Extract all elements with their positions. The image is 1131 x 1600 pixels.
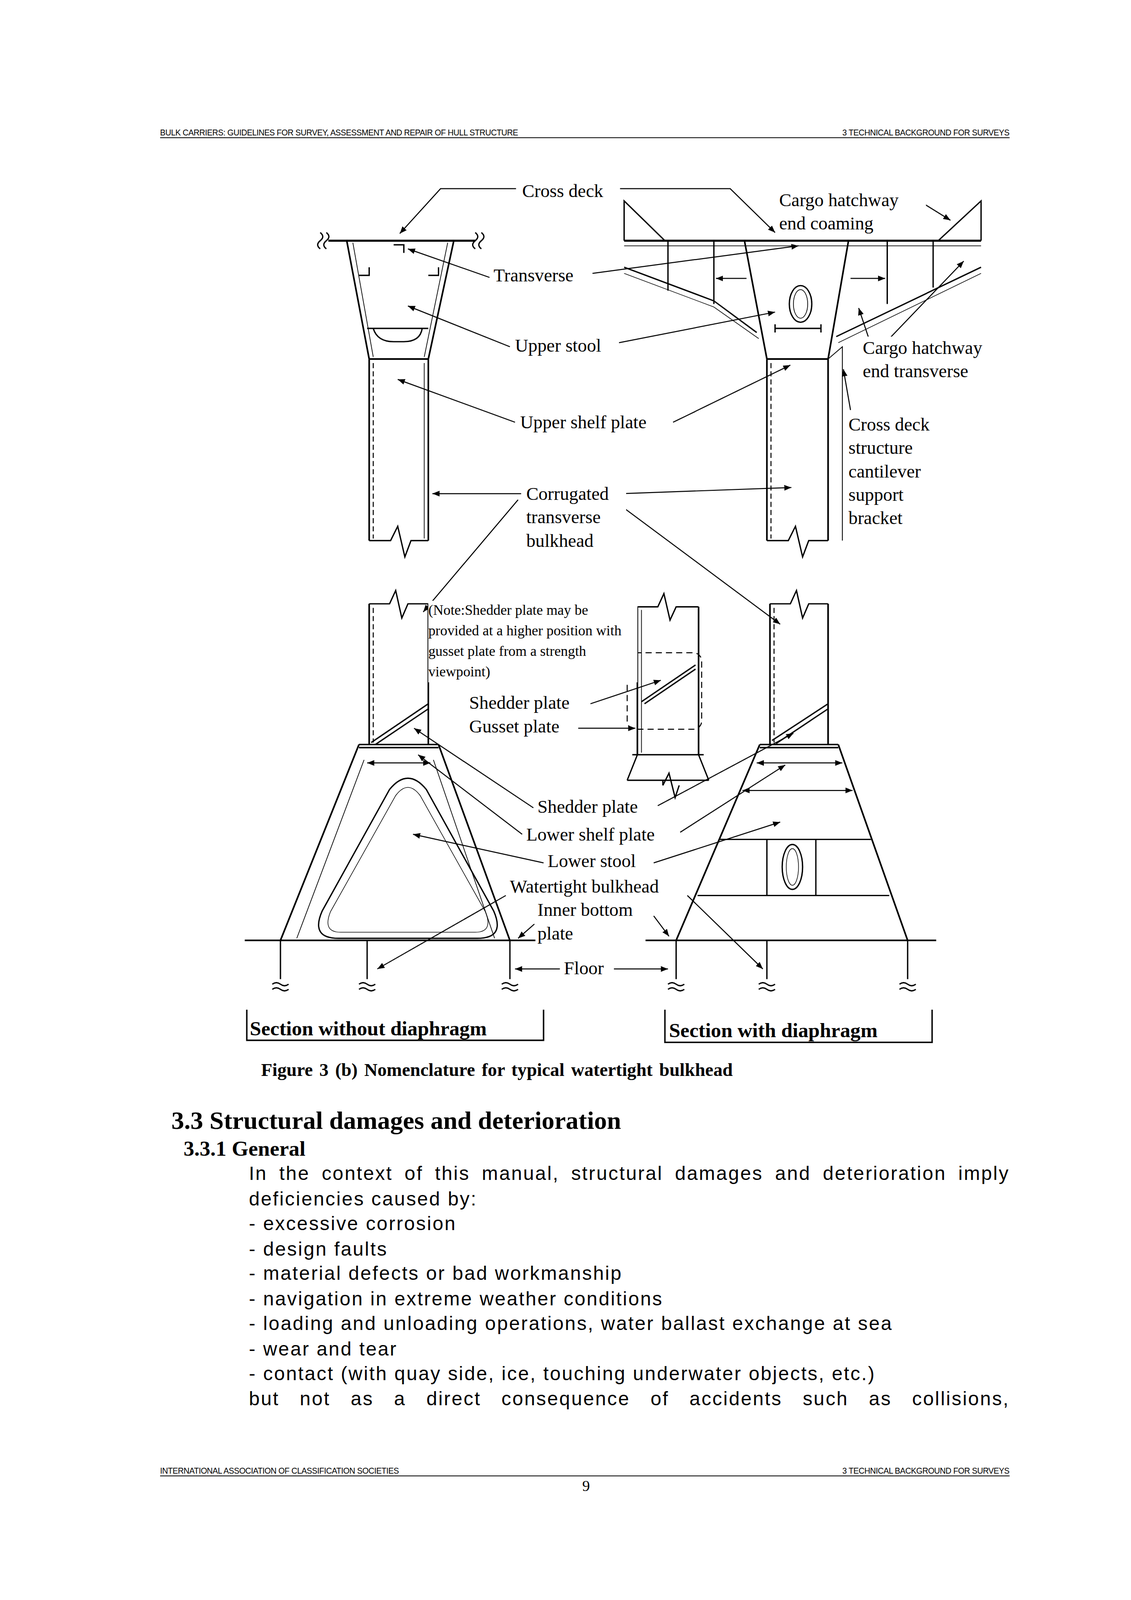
- part-label: Upper stool: [513, 334, 604, 358]
- part-label: Gusset plate: [466, 715, 562, 739]
- subsection-heading: 3.3.1 General: [183, 1135, 306, 1162]
- part-label: Inner bottom plate: [535, 898, 646, 946]
- note-text: (Note:Shedder plate may be provided at a…: [428, 600, 638, 683]
- part-label: Cargo hatchway end coaming: [777, 188, 926, 236]
- section-label: Section without diaphragm: [249, 1015, 487, 1041]
- list-item: - material defects or bad workmanship: [249, 1261, 623, 1287]
- part-label: Corrugated transverse bulkhead: [523, 482, 627, 553]
- part-label: Lower stool: [545, 849, 638, 873]
- list-item: - contact (with quay side, ice, touching…: [249, 1361, 876, 1387]
- part-label: Cross deck: [519, 179, 606, 203]
- running-footer: INTERNATIONAL ASSOCIATION OF CLASSIFICAT…: [160, 1466, 399, 1477]
- running-footer: 3 TECHNICAL BACKGROUND FOR SURVEYS: [842, 1466, 1010, 1477]
- list-item: - wear and tear: [249, 1336, 398, 1362]
- list-item: - design faults: [249, 1236, 389, 1262]
- part-label: Lower shelf plate: [523, 823, 657, 847]
- body-text: In the context of this manual, structura…: [249, 1161, 1010, 1212]
- part-label: Cross deck structure cantilever support …: [846, 413, 945, 531]
- page-number: 9: [582, 1476, 591, 1495]
- figure-caption: Figure 3 (b) Nomenclature for typical wa…: [260, 1058, 733, 1081]
- part-label: Transverse: [491, 264, 576, 288]
- part-label: Floor: [561, 956, 606, 981]
- running-header: 3 TECHNICAL BACKGROUND FOR SURVEYS: [842, 128, 1010, 139]
- part-label: Upper shelf plate: [518, 410, 649, 435]
- section-heading: 3.3 Structural damages and deterioration: [171, 1105, 622, 1137]
- list-item: - navigation in extreme weather conditio…: [249, 1286, 664, 1312]
- part-label: Shedder plate: [535, 795, 640, 819]
- section-label: Section with diaphragm: [669, 1017, 878, 1043]
- list-item: - loading and unloading operations, wate…: [249, 1311, 893, 1337]
- running-header: BULK CARRIERS: GUIDELINES FOR SURVEY, AS…: [160, 128, 519, 139]
- list-item: - excessive corrosion: [249, 1211, 457, 1237]
- part-label: Cargo hatchway end transverse: [860, 336, 1014, 384]
- part-label: Watertight bulkhead: [508, 875, 661, 899]
- part-label: Shedder plate: [466, 691, 572, 715]
- body-text: but not as a direct consequence of accid…: [249, 1386, 1010, 1412]
